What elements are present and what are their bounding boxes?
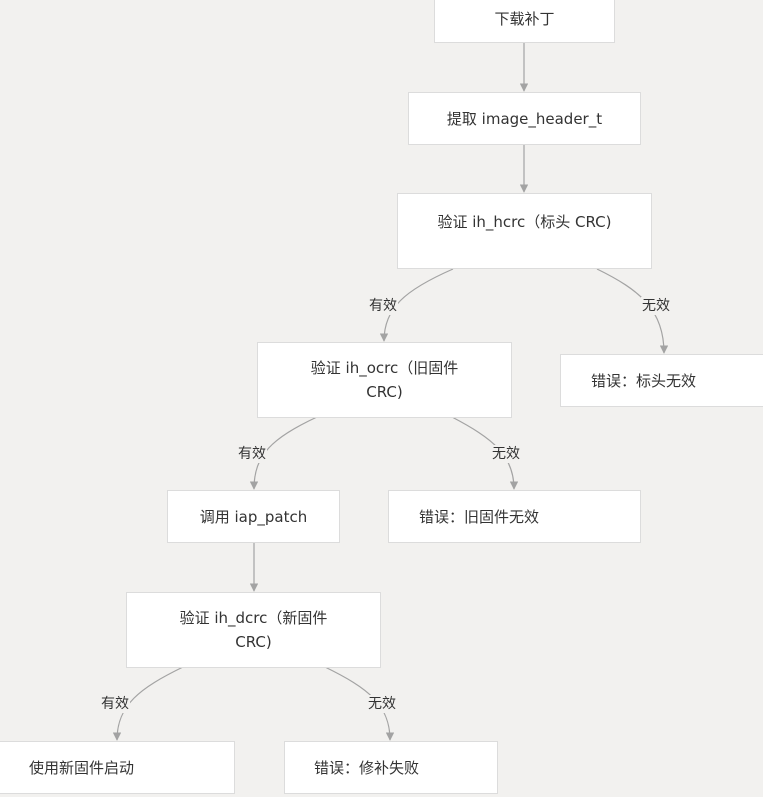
node-verify-hcrc-label: 验证 ih_hcrc（标头 CRC) xyxy=(437,213,612,231)
node-boot-new-firmware-label: 使用新固件启动 xyxy=(29,758,135,777)
node-verify-dcrc-line2: CRC) xyxy=(235,633,272,651)
edge-label-dcrc-valid: 有效 xyxy=(100,695,130,713)
node-boot-new-firmware: 使用新固件启动 xyxy=(0,741,235,794)
node-verify-ocrc: 验证 ih_ocrc（旧固件 CRC) xyxy=(257,342,512,418)
edge-label-ocrc-invalid: 无效 xyxy=(491,445,521,463)
node-error-header: 错误：标头无效 xyxy=(560,354,763,407)
node-verify-hcrc: 验证 ih_hcrc（标头 CRC) xyxy=(397,193,652,269)
edge-ocrc-valid xyxy=(249,416,318,490)
node-call-iap-patch-label: 调用 iap_patch xyxy=(199,507,308,526)
edge-hcrc-valid xyxy=(379,268,454,342)
node-extract-header: 提取 image_header_t xyxy=(408,92,641,145)
edge-label-hcrc-valid: 有效 xyxy=(368,297,398,315)
node-verify-dcrc-line1: 验证 ih_dcrc（新固件 xyxy=(179,609,328,627)
node-call-iap-patch: 调用 iap_patch xyxy=(167,490,340,543)
node-verify-ocrc-line2: CRC) xyxy=(366,383,403,401)
node-error-header-label: 错误：标头无效 xyxy=(591,371,697,390)
node-download-patch-label: 下载补丁 xyxy=(494,10,555,28)
node-verify-dcrc: 验证 ih_dcrc（新固件 CRC) xyxy=(126,592,381,668)
node-extract-header-label: 提取 image_header_t xyxy=(446,109,603,128)
edge-label-dcrc-invalid: 无效 xyxy=(367,695,397,713)
node-download-patch: 下载补丁 xyxy=(434,0,615,43)
node-verify-ocrc-line1: 验证 ih_ocrc（旧固件 xyxy=(310,359,459,377)
node-error-old-firmware: 错误：旧固件无效 xyxy=(388,490,641,543)
edge-label-hcrc-invalid: 无效 xyxy=(641,297,671,315)
node-error-patch-failed-label: 错误：修补失败 xyxy=(314,758,420,777)
edge-dcrc-valid xyxy=(112,666,184,741)
edge-label-ocrc-valid: 有效 xyxy=(237,445,267,463)
node-error-patch-failed: 错误：修补失败 xyxy=(284,741,498,794)
node-error-old-firmware-label: 错误：旧固件无效 xyxy=(419,507,540,526)
